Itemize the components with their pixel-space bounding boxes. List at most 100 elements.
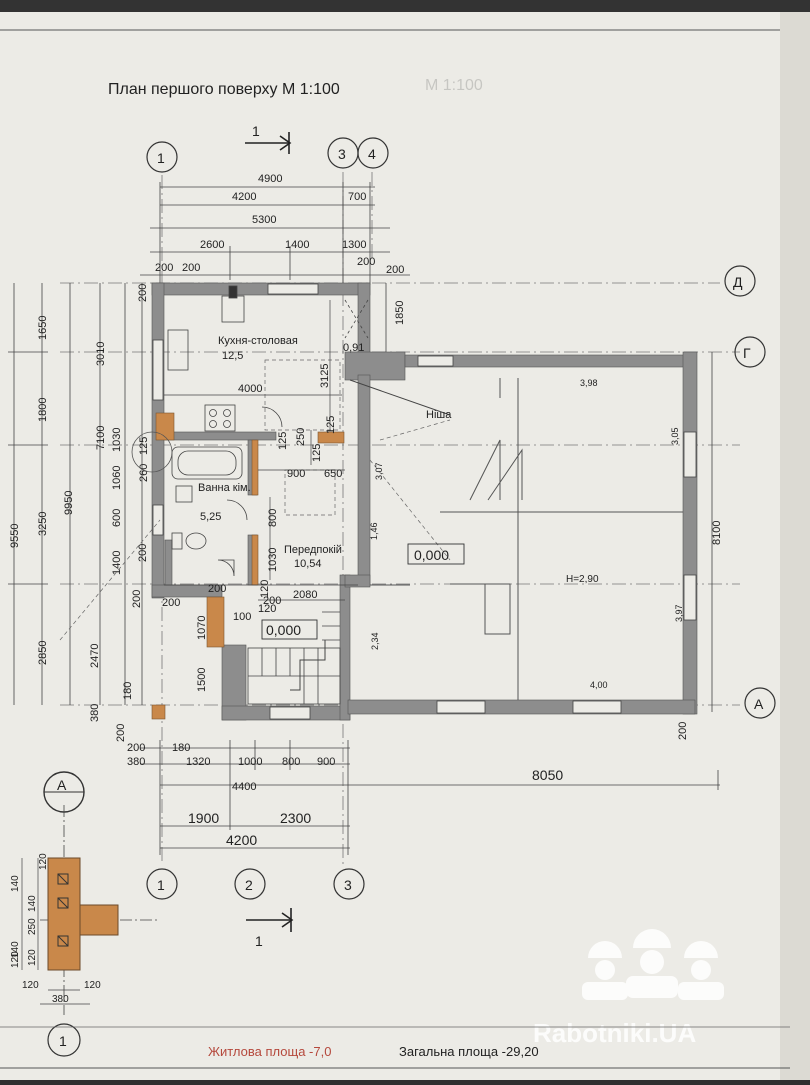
level-box-stair — [261, 619, 318, 640]
dim-left-2850: 2850 — [37, 641, 49, 665]
dim-bottom-380: 380 — [127, 756, 145, 768]
section-view: А 120 140 140 250 140 120 120 120 120 38… — [10, 771, 160, 1057]
bathroom-fixtures — [171, 446, 248, 577]
section-mark-top-num: 1 — [252, 123, 260, 139]
dim-left-9550: 9550 — [9, 524, 21, 548]
svg-text:1: 1 — [157, 150, 165, 166]
svg-text:250: 250 — [27, 918, 38, 935]
axes-right: Д Г А — [724, 265, 776, 719]
svg-text:120: 120 — [10, 951, 21, 968]
dim-in-397: 3,97 — [674, 604, 684, 622]
svg-text:120: 120 — [38, 853, 49, 870]
dim-top-1400: 1400 — [285, 239, 309, 251]
dim-in-125a: 125 — [325, 416, 337, 434]
dim-left-3250: 3250 — [37, 512, 49, 536]
svg-text:2: 2 — [245, 877, 253, 893]
dim-top-200c: 200 — [357, 256, 375, 268]
svg-text:4: 4 — [368, 146, 376, 162]
dim-bottom-1900: 1900 — [188, 810, 219, 826]
room-niche-name: Ніша — [426, 409, 452, 421]
section-view-label: А — [57, 777, 67, 793]
dim-left-200c: 200 — [131, 590, 143, 608]
room-bath-area: 5,25 — [200, 511, 221, 523]
section-mark-bottom-num: 1 — [255, 933, 263, 949]
dim-in-125c: 125 — [277, 432, 289, 450]
dim-top-4900: 4900 — [258, 173, 282, 185]
accent-columns — [151, 412, 345, 720]
dim-left-1400: 1400 — [111, 551, 123, 575]
dim-left-1060: 1060 — [111, 466, 123, 490]
footer-total-area: Загальна площа -29,20 — [399, 1044, 539, 1059]
svg-text:380: 380 — [52, 994, 69, 1005]
axes-bottom: 1 2 3 — [146, 868, 365, 900]
dim-bottom-800: 800 — [282, 756, 300, 768]
dim-in-800: 800 — [267, 509, 279, 527]
dim-in-200a: 200 — [162, 597, 180, 609]
dim-in-2080: 2080 — [293, 589, 317, 601]
dim-left-3010: 3010 — [95, 342, 107, 366]
dim-in-120a: 120 — [259, 580, 271, 598]
section-mark-bottom — [246, 908, 294, 932]
dim-left-9950: 9950 — [63, 491, 75, 515]
footer-living-area: Житлова площа -7,0 — [208, 1044, 331, 1059]
dim-right-200: 200 — [677, 722, 689, 740]
svg-text:140: 140 — [27, 895, 38, 912]
dim-in-4000: 4000 — [238, 383, 262, 395]
paper — [0, 10, 790, 1080]
dim-left-200d: 200 — [115, 724, 127, 742]
svg-text:1: 1 — [157, 877, 165, 893]
svg-text:3: 3 — [344, 877, 352, 893]
level-box-main — [407, 543, 465, 565]
room-kitchen-name: Кухня-столовая — [218, 335, 298, 347]
room-kitchen-area: 12,5 — [222, 350, 243, 362]
dim-left-600: 600 — [111, 509, 123, 527]
dim-in-650: 650 — [324, 468, 342, 480]
windows — [152, 283, 697, 720]
dim-left-200a: 200 — [137, 284, 149, 302]
dim-in-398: 3,98 — [580, 378, 598, 388]
axes-top: 1 3 4 — [146, 137, 389, 173]
paper-edge — [780, 10, 810, 1080]
svg-text:Д: Д — [733, 274, 743, 290]
dim-left-2470: 2470 — [89, 644, 101, 668]
staircase — [247, 611, 341, 705]
dim-bottom-900: 900 — [317, 756, 335, 768]
dim-right-1850: 1850 — [394, 301, 406, 325]
level-stair: 0,000 — [266, 622, 301, 638]
dim-left-1500: 1500 — [196, 668, 208, 692]
kitchen-fixtures — [167, 285, 369, 432]
dim-right-8100: 8100 — [711, 521, 723, 545]
dim-lines-inside — [164, 300, 451, 601]
dim-in-1030: 1030 — [267, 548, 279, 572]
room-height: H=2,90 — [566, 574, 599, 585]
page-title: План першого поверху М 1:100 — [108, 81, 340, 98]
background-top — [0, 0, 810, 12]
dim-in-146: 1,46 — [369, 522, 379, 540]
room-hall-name: Передпокій — [284, 544, 342, 556]
dim-left-1800: 1800 — [37, 398, 49, 422]
dim-left-200b: 200 — [137, 544, 149, 562]
dim-top-700: 700 — [348, 191, 366, 203]
room-bath-name: Ванна кім. — [198, 482, 251, 494]
svg-text:А: А — [754, 696, 764, 712]
section-mark-top — [245, 132, 292, 154]
watermark-logo — [582, 929, 724, 1000]
dim-left-1030: 1030 — [111, 428, 123, 452]
dim-in-125b: 125 — [311, 444, 323, 462]
dim-lines-bottom — [140, 740, 720, 855]
dim-top-200b: 200 — [182, 262, 200, 274]
svg-text:Г: Г — [743, 345, 751, 361]
dim-in-307: 3,07 — [374, 462, 384, 480]
dim-top-5300: 5300 — [252, 214, 276, 226]
dim-left-1070: 1070 — [196, 616, 208, 640]
watermark-text: Rabotniki.UA — [533, 1018, 696, 1048]
dim-left-7100: 7100 — [95, 426, 107, 450]
dim-in-400: 4,00 — [590, 680, 608, 690]
dim-bottom-2300: 2300 — [280, 810, 311, 826]
section-view-axis: 1 — [59, 1033, 67, 1049]
dim-left-380: 380 — [89, 704, 101, 722]
dim-top-1300: 1300 — [342, 239, 366, 251]
svg-text:120: 120 — [27, 949, 38, 966]
